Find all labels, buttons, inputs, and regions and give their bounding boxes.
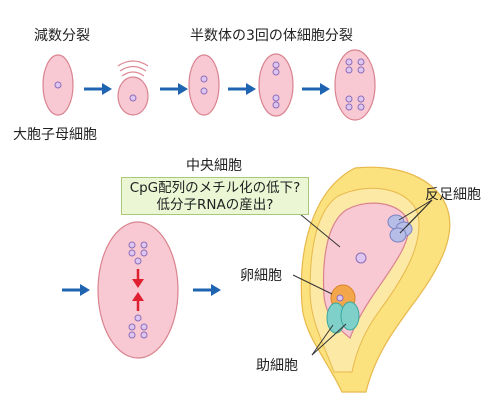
label-megaspore-mother-cell: 大胞子母細胞 (13, 127, 97, 143)
hypothesis-callout: CpG配列のメチル化の低下? 低分子RNAの産出? (121, 177, 309, 215)
arrow-4 (302, 83, 330, 95)
antipodal-cell (389, 227, 407, 243)
arrow-5 (62, 284, 90, 296)
arrow-3 (228, 83, 256, 95)
arrow-1 (84, 83, 112, 95)
meiosis-cell (117, 60, 149, 116)
central-cell-nucleus (355, 252, 367, 264)
four-nucleate-cell (258, 53, 294, 117)
hypothesis-line-2: 低分子RNAの産出? (156, 197, 274, 213)
hypothesis-line-1: CpG配列のメチル化の低下? (129, 180, 301, 196)
megaspore-mother-cell (42, 54, 74, 116)
label-synergid-cells: 助細胞 (256, 358, 298, 374)
label-meiosis: 減数分裂 (34, 28, 90, 44)
label-central-cell: 中央細胞 (186, 158, 242, 174)
arrow-2 (160, 83, 188, 95)
eight-nucleate-cell (334, 49, 376, 121)
synergid-cell (340, 301, 360, 331)
egg-nucleus (336, 294, 344, 302)
leader-lines (292, 199, 433, 356)
mature-ovule (300, 166, 451, 393)
arrow-6 (193, 284, 221, 296)
migrating-nuclei-cell (97, 221, 179, 359)
two-nucleate-cell (188, 54, 220, 116)
label-egg-cell: 卵細胞 (240, 268, 282, 284)
label-antipodal-cells: 反足細胞 (425, 187, 481, 203)
label-mitosis: 半数体の3回の体細胞分裂 (190, 28, 353, 44)
